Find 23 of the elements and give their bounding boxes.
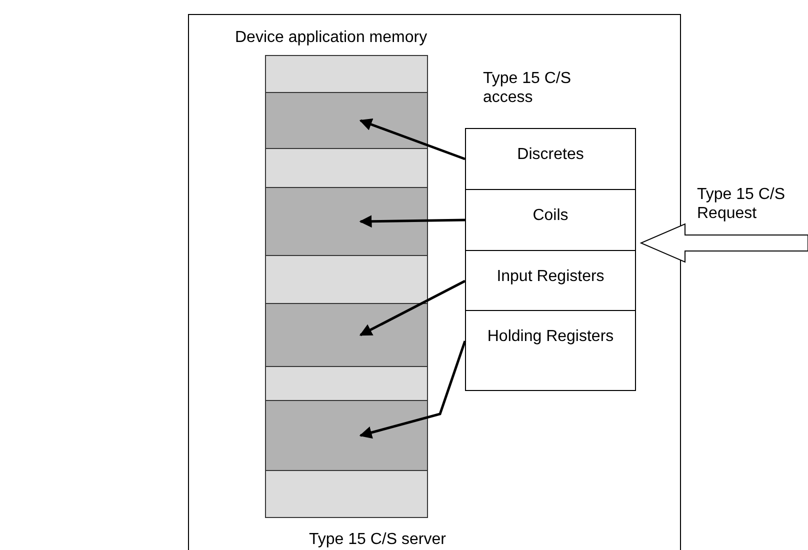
memory-block [265, 255, 428, 304]
row-label: Holding Registers [486, 327, 615, 346]
memory-block [265, 55, 428, 93]
arrow [359, 215, 466, 228]
heading: Device application memory [235, 28, 428, 47]
memory-block [265, 400, 428, 471]
memory-block [265, 187, 428, 256]
server-label: Type 15 C/S server [309, 530, 446, 549]
memory-block [265, 303, 428, 367]
arrow [359, 340, 466, 439]
arrow [359, 118, 466, 160]
request-label: Type 15 C/S Request [697, 185, 786, 223]
block-arrow [640, 223, 808, 263]
row-label: Coils [532, 206, 570, 225]
row-label: Input Registers [496, 267, 606, 286]
row-label: Discretes [516, 145, 585, 164]
memory-block [265, 92, 428, 149]
memory-block [265, 470, 428, 518]
heading: Type 15 C/S access [483, 69, 572, 107]
arrow [359, 280, 466, 336]
memory-block [265, 366, 428, 401]
server-frame [188, 14, 681, 550]
memory-block [265, 148, 428, 188]
